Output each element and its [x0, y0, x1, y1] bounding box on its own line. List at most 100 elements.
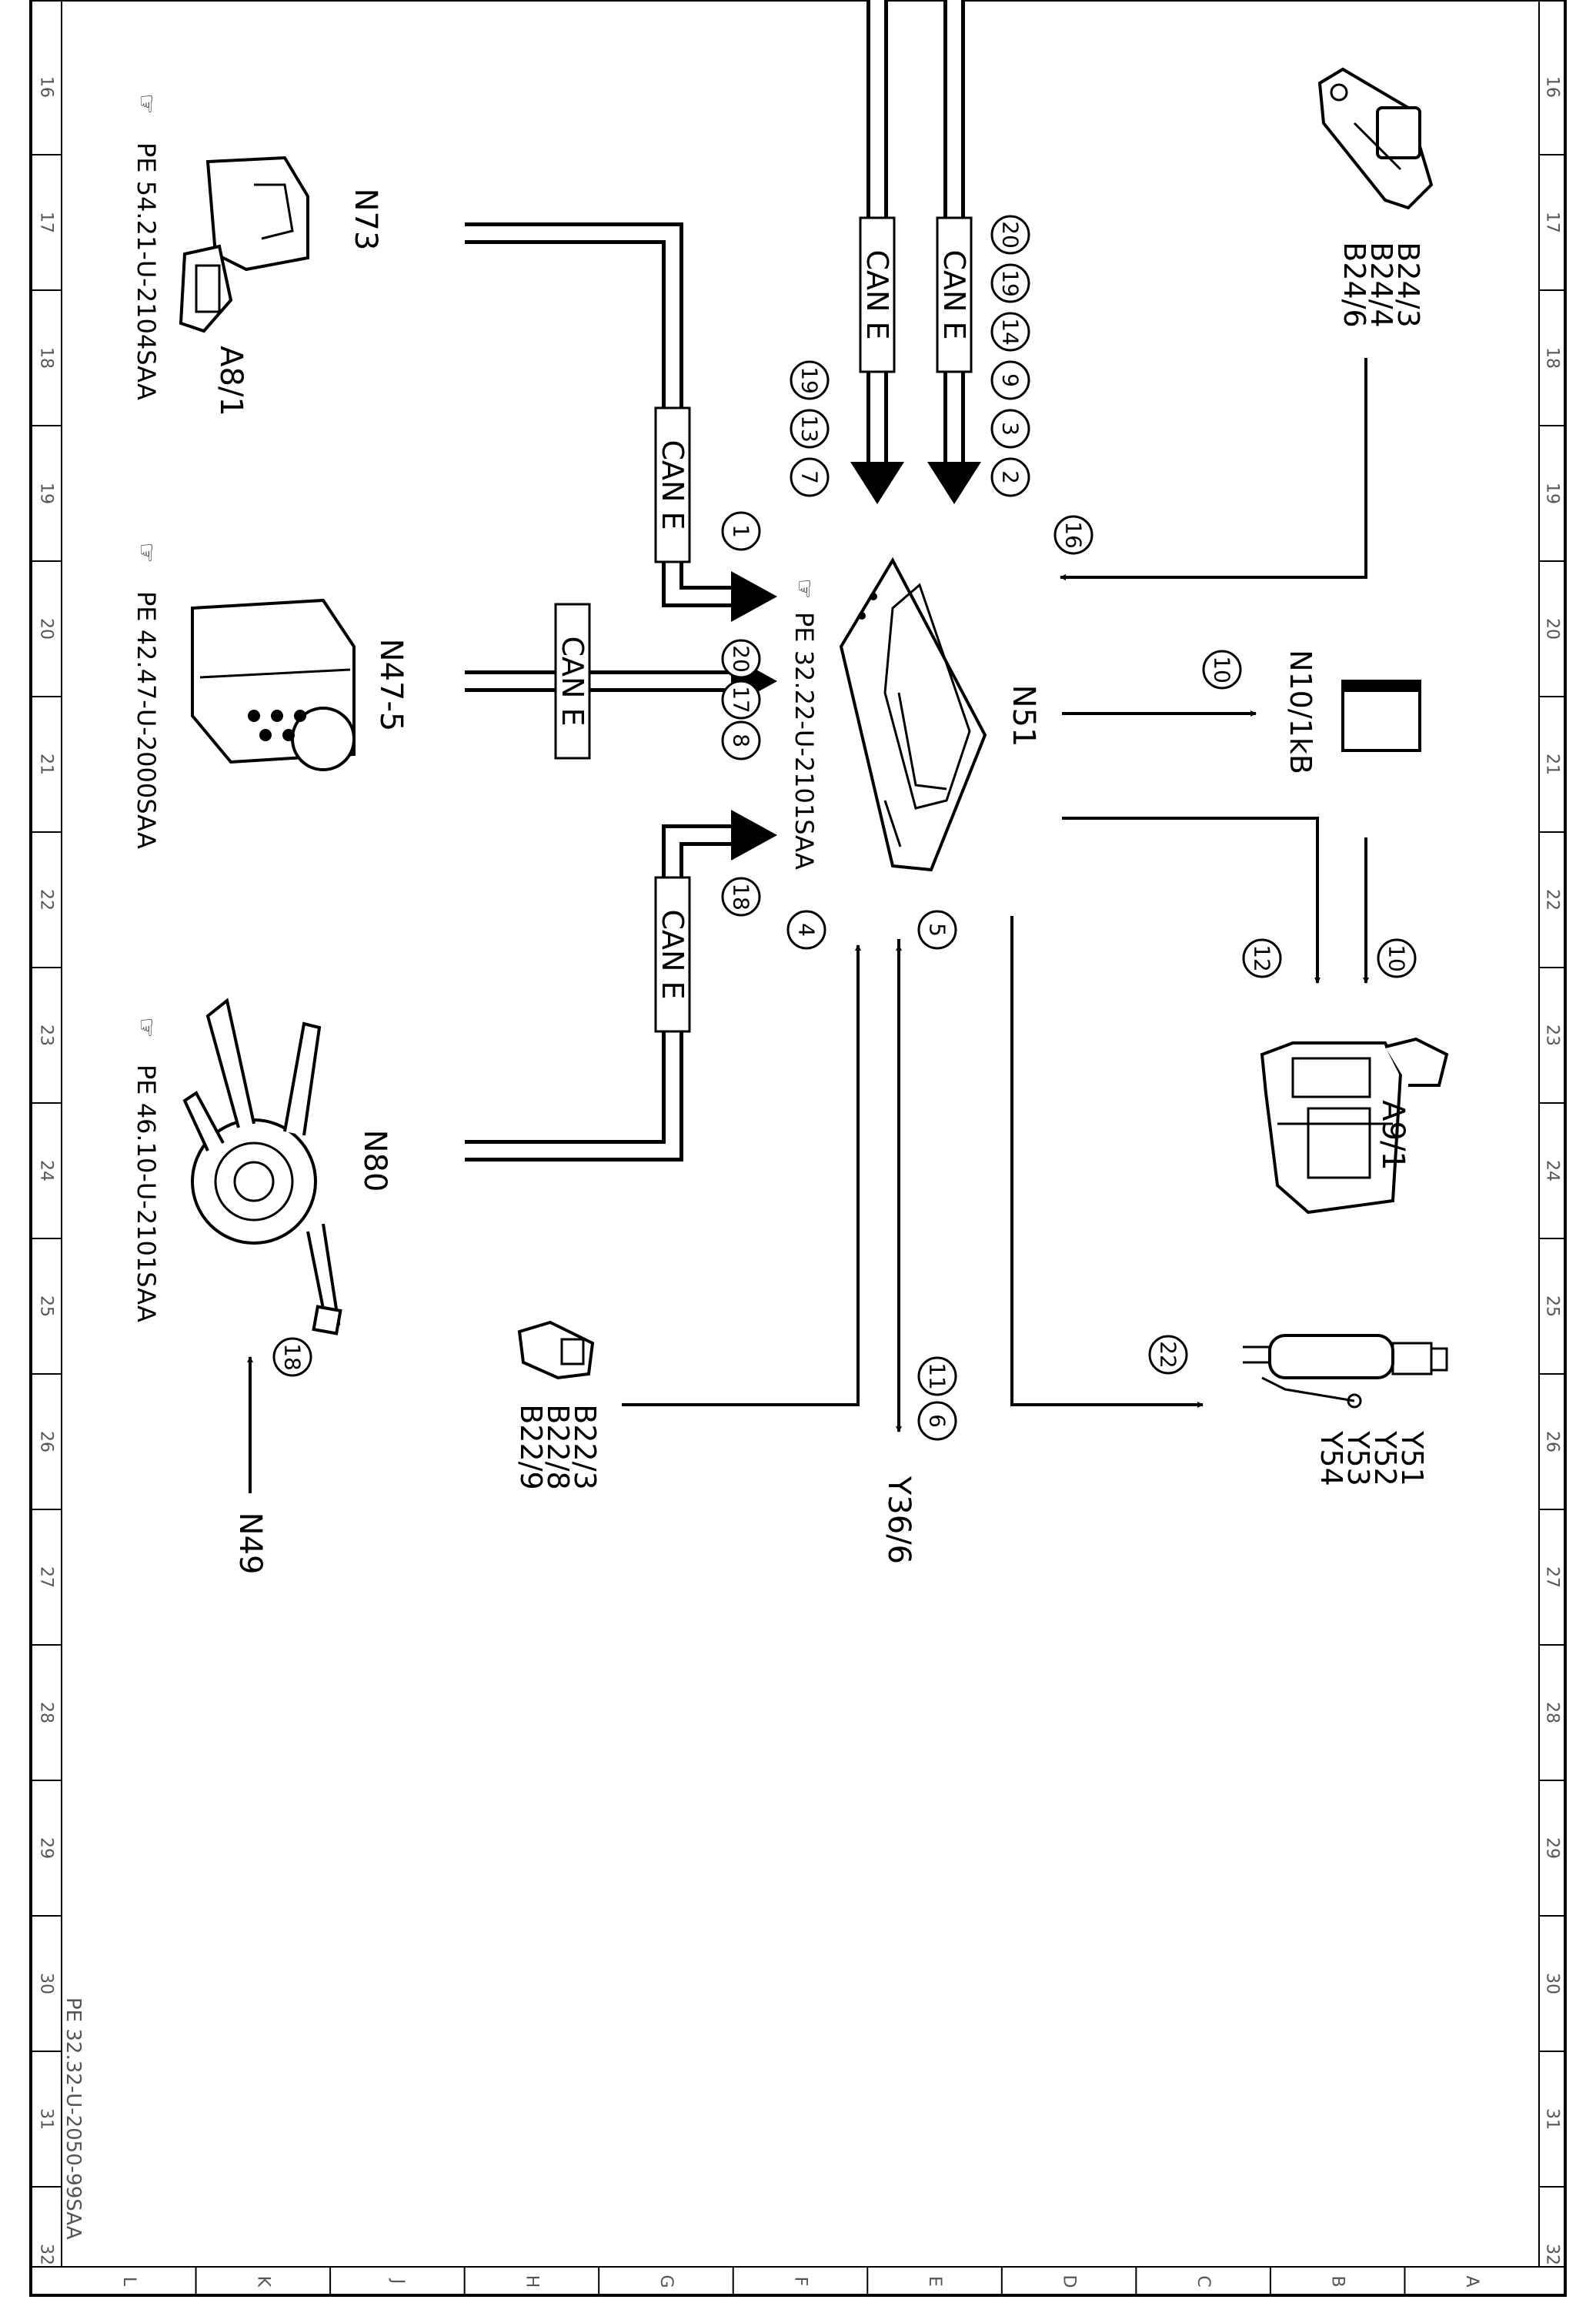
grid-letter-label: F [791, 2277, 810, 2287]
marker-right-bus: 19 [990, 263, 1030, 303]
svg-text:CAN E: CAN E [656, 909, 689, 999]
labels-group: N73 A8/1 N47-5 N80 N49 N51 N10/1kB A9/1 … [62, 94, 1429, 2240]
svg-text:12: 12 [1250, 944, 1275, 972]
label-y36-6: Y36/6 [881, 1476, 917, 1564]
marker-b24: 16 [1053, 515, 1093, 555]
label-b22-8: B22/8 [541, 1404, 575, 1489]
marker-b22: 4 [786, 910, 826, 950]
pe-ref-n47: ☞ PE 42.47-U-2000SAA [132, 543, 161, 849]
grid-number-label: 18 [1543, 347, 1562, 369]
n47-module-drawing [191, 598, 356, 771]
line-n51-to-y5x [1010, 916, 1204, 1408]
svg-text:18: 18 [280, 1343, 306, 1371]
svg-text:16: 16 [1061, 521, 1087, 549]
grid-number-label: 27 [1543, 1566, 1562, 1588]
svg-text:14: 14 [998, 318, 1023, 346]
marker-a9-10: 10 [1377, 938, 1417, 978]
grid-number-label: 16 [37, 76, 56, 98]
a9-compressor-drawing [1260, 1037, 1449, 1215]
marker-right-bus: 20 [990, 215, 1030, 255]
grid-number-label: 18 [37, 347, 56, 369]
grid-number-label: 16 [1543, 76, 1562, 98]
grid-number-label: 17 [37, 212, 56, 233]
grid-number-label: 20 [1543, 618, 1562, 640]
can-label-n80: CAN E [654, 876, 691, 1033]
svg-text:17: 17 [729, 686, 754, 714]
svg-text:CAN E: CAN E [556, 636, 589, 726]
svg-text:10: 10 [1384, 944, 1410, 972]
svg-text:6: 6 [925, 1414, 950, 1428]
label-y54: Y54 [1314, 1430, 1348, 1486]
svg-text:CAN E: CAN E [656, 440, 689, 530]
b22-sensor-drawing [517, 1320, 595, 1380]
label-b22-3: B22/3 [568, 1404, 602, 1489]
grid-number-label: 27 [37, 1566, 56, 1588]
grid-number-label: 19 [1543, 483, 1562, 504]
a8-key-drawing [179, 155, 309, 333]
grid-number-label: 32 [37, 2244, 56, 2265]
svg-text:2: 2 [998, 470, 1023, 484]
marker-right-bus: 3 [990, 409, 1030, 449]
grid-number-label: 25 [37, 1295, 56, 1317]
svg-text:10: 10 [1210, 656, 1235, 684]
marker-right-bus: 9 [990, 360, 1030, 400]
can-label-left-bus: CAN E [859, 216, 896, 373]
line-b24-to-n51 [1060, 358, 1367, 580]
b24-sensor-drawing [1317, 67, 1434, 210]
n10-relay-drawing [1341, 680, 1421, 752]
grid-number-label: 31 [1543, 2108, 1562, 2130]
svg-text:9: 9 [998, 373, 1023, 387]
svg-text:PE 54.21-U-2104SAA: PE 54.21-U-2104SAA [132, 142, 161, 400]
doc-code: PE 32.32-U-2050-99SAA [62, 1997, 85, 2240]
grid-number-label: 19 [37, 483, 56, 504]
grid-number-label: 28 [37, 1702, 56, 1723]
grid-number-label: 31 [37, 2108, 56, 2130]
bus-arrow-right [927, 462, 981, 504]
label-n49: N49 [232, 1512, 268, 1575]
label-n80: N80 [357, 1130, 392, 1192]
marker-right-bus: 2 [990, 457, 1030, 497]
pe-ref-n80: ☞ PE 46.10-U-2101SAA [132, 1018, 161, 1322]
grid-letter-label: J [388, 2278, 407, 2285]
can-bus-n73 [465, 222, 735, 607]
marker-n49: 18 [272, 1337, 312, 1377]
grid-number-label: 30 [1543, 1973, 1562, 1994]
marker-a9-12: 12 [1242, 938, 1282, 978]
grid-number-label: 21 [37, 754, 56, 775]
grid-letter-label: C [1194, 2275, 1213, 2287]
grid-number-label: 20 [37, 618, 56, 640]
marker-left-bus: 19 [790, 360, 830, 400]
label-n47-5: N47-5 [373, 639, 409, 732]
label-b24-4: B24/4 [1364, 242, 1398, 327]
svg-text:CAN E: CAN E [860, 249, 894, 339]
grid-number-label: 24 [37, 1160, 56, 1182]
y5x-solenoid-drawing [1243, 1334, 1448, 1409]
grid-letter-label: B [1328, 2275, 1347, 2287]
grid-number-label: 30 [37, 1973, 56, 1994]
grid-number-label: 24 [1543, 1160, 1562, 1182]
svg-text:8: 8 [729, 734, 754, 747]
marker-n10: 10 [1202, 650, 1242, 690]
grid-letter-label: A [1462, 2275, 1481, 2287]
svg-text:13: 13 [797, 415, 823, 443]
grid-number-label: 22 [37, 889, 56, 911]
svg-text:CAN E: CAN E [937, 249, 971, 339]
marker-left-bus: 13 [790, 409, 830, 449]
svg-text:PE 32.22-U-2101SAA: PE 32.22-U-2101SAA [790, 612, 819, 870]
label-b24-6: B24/6 [1337, 242, 1371, 327]
label-y53: Y53 [1341, 1430, 1375, 1486]
svg-text:3: 3 [998, 422, 1023, 436]
bus-arrow-n73 [731, 571, 777, 622]
grid-number-label: 26 [1543, 1431, 1562, 1452]
grid-letter-label: K [253, 2276, 272, 2288]
svg-text:20: 20 [998, 221, 1023, 249]
grid-number-label: 17 [1543, 212, 1562, 233]
svg-text:19: 19 [998, 269, 1023, 297]
marker-left-bus: 7 [790, 457, 830, 497]
grid-number-label: 29 [1543, 1837, 1562, 1859]
label-y51: Y51 [1395, 1430, 1429, 1486]
label-n10-1kb: N10/1kB [1284, 650, 1317, 774]
n51-control-unit-drawing [839, 557, 987, 872]
grid-number-label: 29 [37, 1837, 56, 1859]
